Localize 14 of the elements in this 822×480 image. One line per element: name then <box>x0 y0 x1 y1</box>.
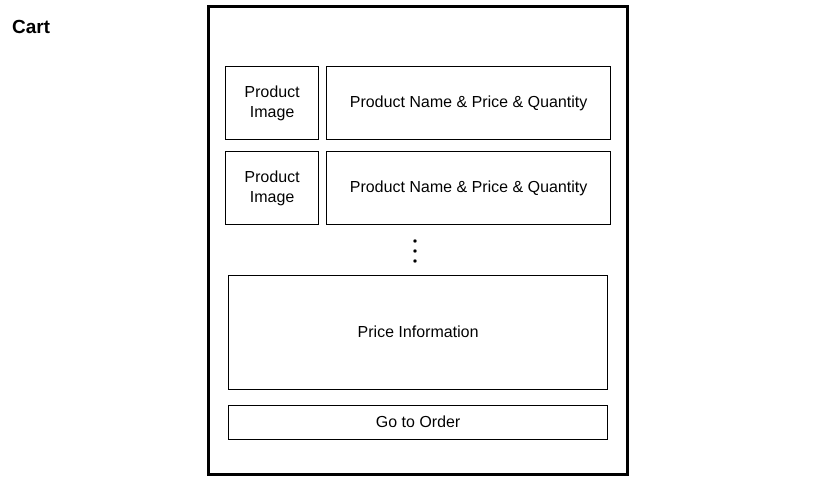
wireframe-box <box>228 405 608 440</box>
box-label: Product Image <box>243 168 301 208</box>
wireframe-box <box>326 151 611 225</box>
wireframe-box <box>225 151 319 225</box>
box-label: Product Image <box>243 83 301 123</box>
box-label: Product Name & Price & Quantity <box>350 178 588 198</box>
box-label: Price Information <box>358 322 478 342</box>
box-label: Go to Order <box>376 412 460 432</box>
wireframe-box <box>225 66 319 140</box>
wireframe-box <box>228 275 608 390</box>
box-label: Product Name & Price & Quantity <box>350 93 588 113</box>
page-title: Cart <box>12 17 50 39</box>
wireframe-box <box>326 66 611 140</box>
frame-box <box>207 5 629 476</box>
